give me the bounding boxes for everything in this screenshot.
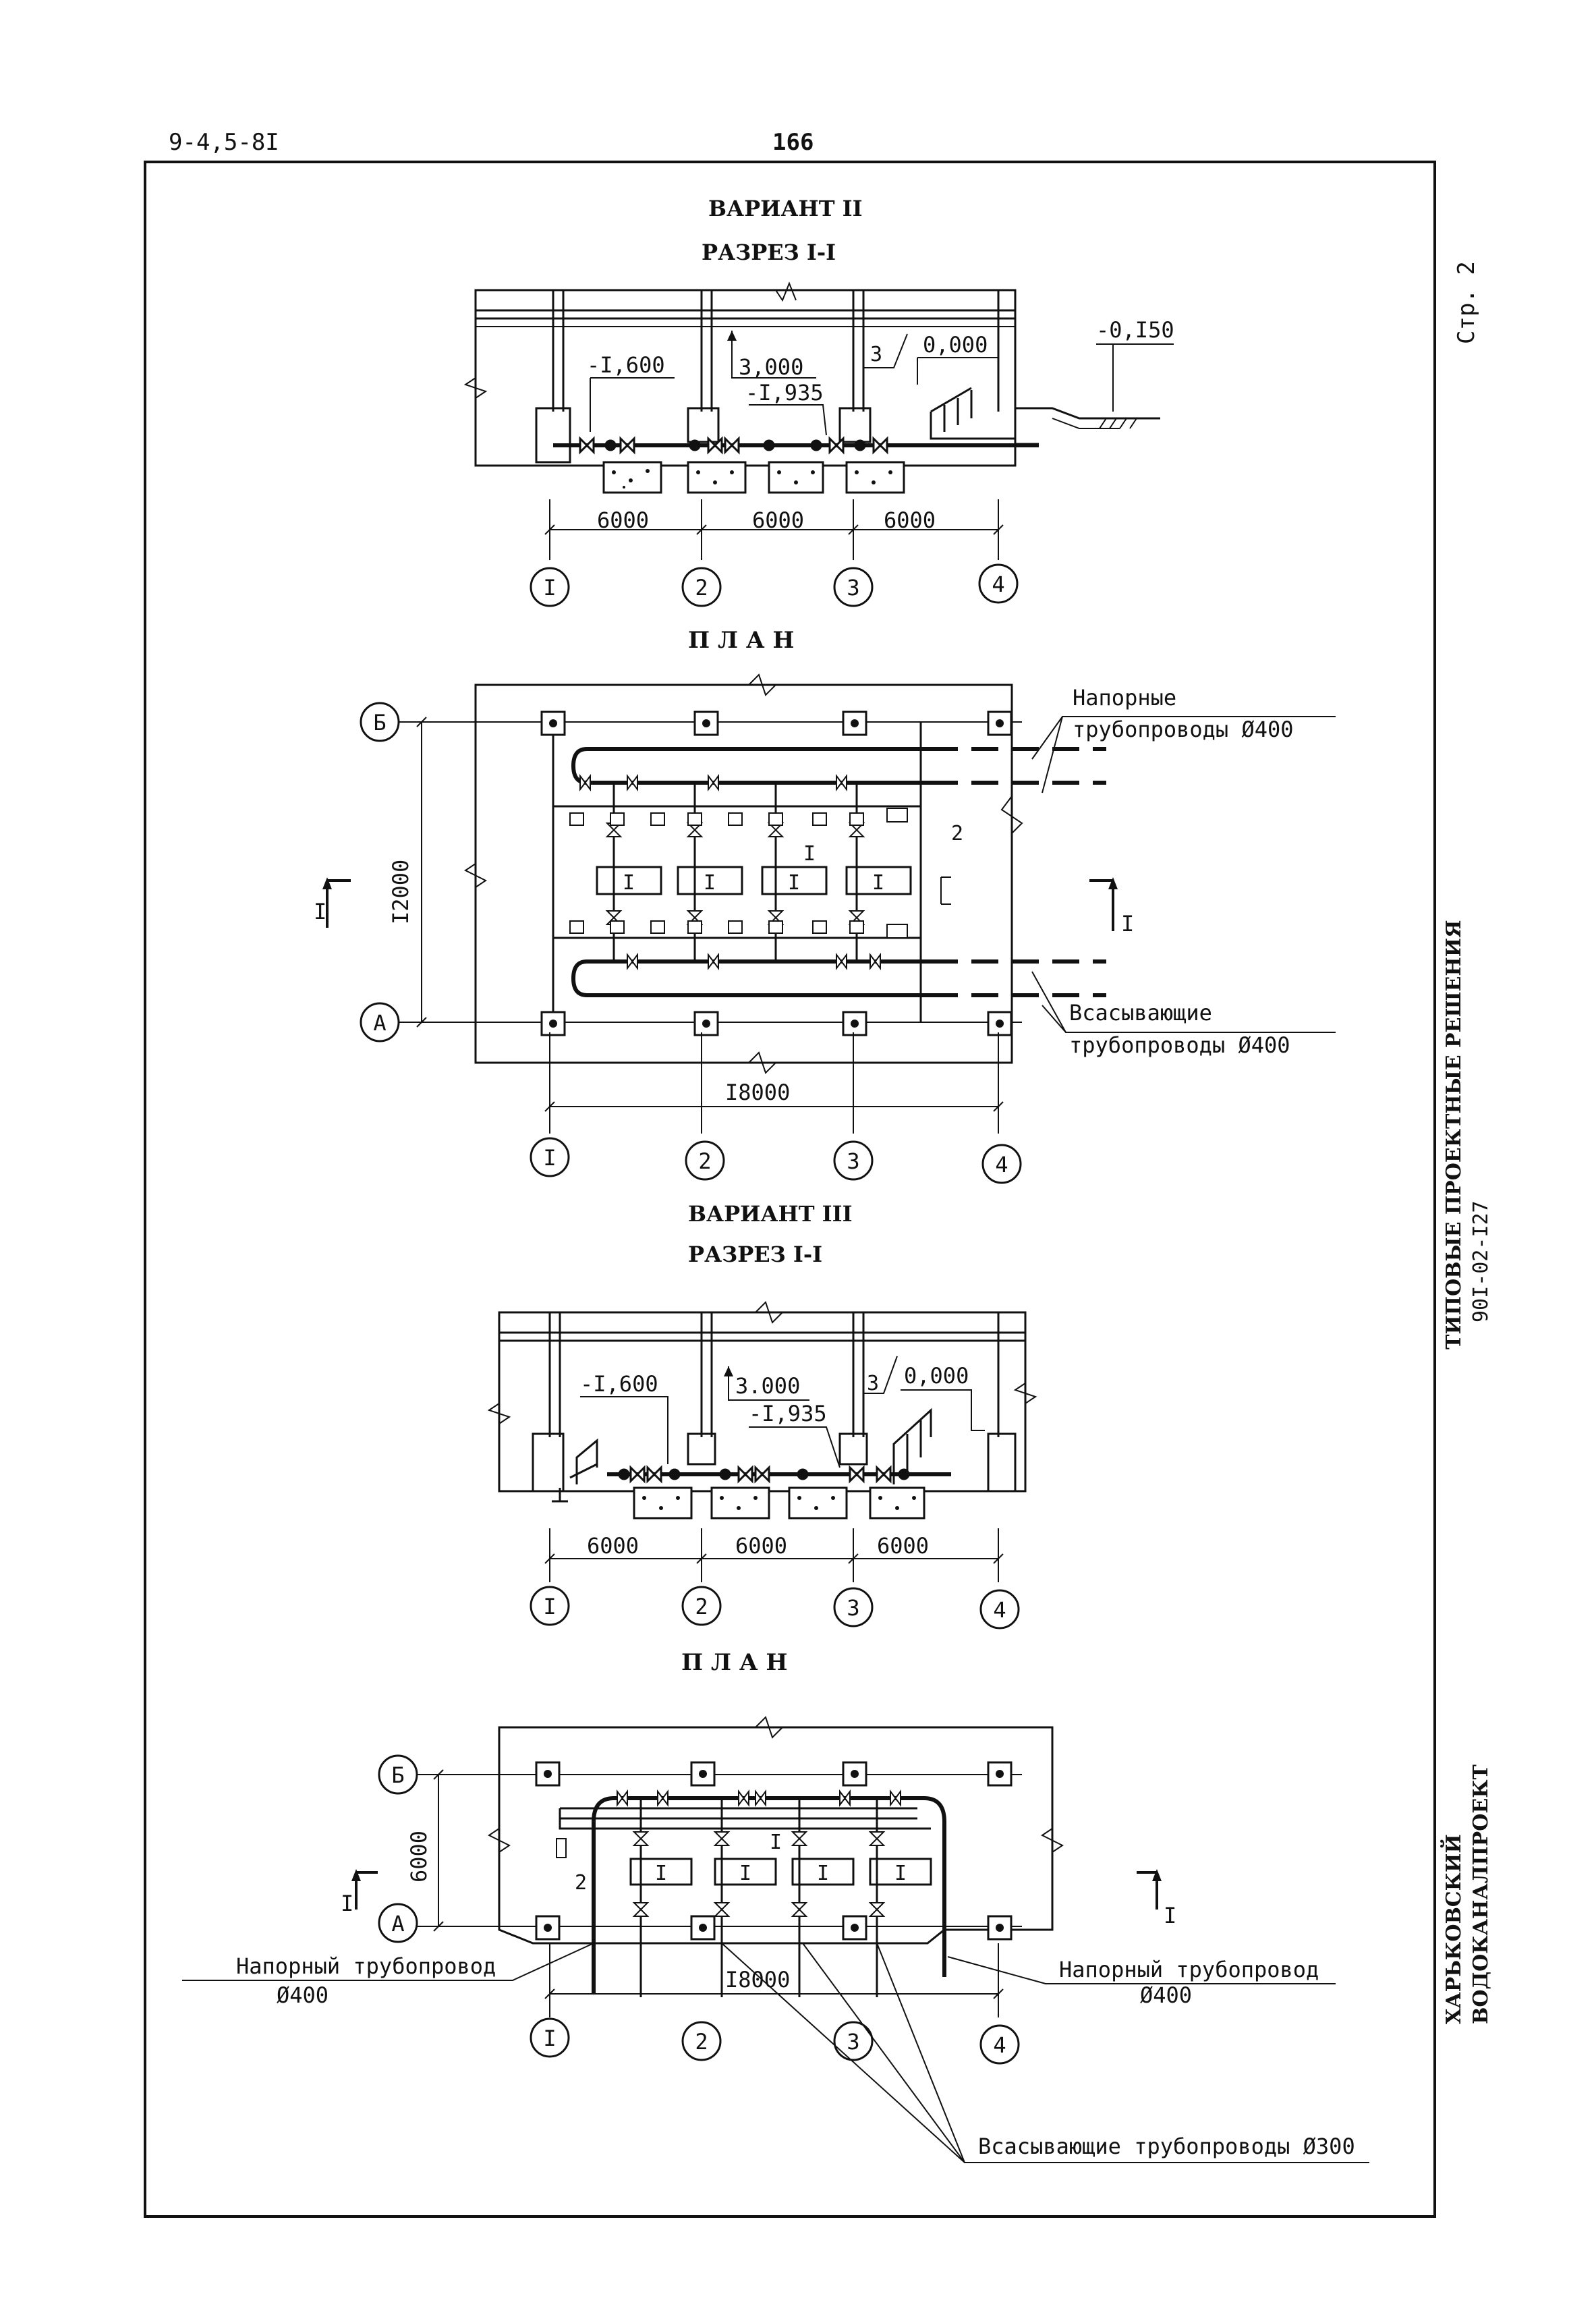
v2-plan-axis-3: 3 bbox=[847, 1148, 859, 1174]
v2-dim-bay-3: 6000 bbox=[884, 507, 936, 533]
v2-pump-label-1: I bbox=[623, 871, 635, 895]
v3-plan-axis-3: 3 bbox=[847, 2029, 859, 2055]
v2-suction-label-2: трубопроводы Ø400 bbox=[1069, 1032, 1290, 1058]
v2-pump-label-3: I bbox=[788, 871, 800, 895]
variant-3-title: ВАРИАНТ III bbox=[688, 1201, 853, 1227]
v3-dim-6000: 6000 bbox=[406, 1831, 432, 1883]
v2-elevation-neg-1935: -I,935 bbox=[745, 380, 824, 406]
v3-callout-2: 2 bbox=[575, 1871, 587, 1895]
v2-axis-4: 4 bbox=[992, 572, 1004, 597]
v2-plan-axis-1: I bbox=[543, 1145, 556, 1171]
v3-pump-label-4: I bbox=[894, 1862, 907, 1885]
v3-cut-left: I bbox=[341, 1891, 353, 1916]
v2-dim-bay-1: 6000 bbox=[597, 507, 649, 533]
v3-dim-bay-1: 6000 bbox=[587, 1533, 639, 1559]
variant-3-section: ВАРИАНТ III РАЗРЕЗ I-I bbox=[487, 1201, 1037, 1629]
v3-elevation-0000: 0,000 bbox=[904, 1363, 969, 1389]
v2-axis-1: I bbox=[543, 575, 556, 601]
v3-row-a: А bbox=[391, 1911, 404, 1936]
v3-dim-bay-3: 6000 bbox=[877, 1533, 929, 1559]
v3-axis-4: 4 bbox=[993, 1597, 1006, 1623]
v3-plan-axis-2: 2 bbox=[695, 2029, 708, 2055]
v3-callout-3: 3 bbox=[867, 1372, 879, 1395]
v3-cut-right: I bbox=[1164, 1903, 1176, 1928]
v3-pressure-left-1: Напорный трубопровод bbox=[236, 1953, 496, 1979]
v2-elevation-neg-1600: -I,600 bbox=[587, 352, 665, 378]
v2-elevation-0000: 0,000 bbox=[923, 332, 988, 358]
v3-dim-18000: I8000 bbox=[725, 1967, 790, 1992]
v3-pump-label-3: I bbox=[817, 1862, 829, 1885]
v2-plan-axis-4: 4 bbox=[995, 1152, 1008, 1177]
v3-suction-label: Всасывающие трубопроводы Ø300 bbox=[978, 2134, 1355, 2159]
drawing-frame bbox=[144, 161, 1436, 2218]
variant-3-plan: П Л А Н I I I I I bbox=[182, 1649, 1369, 2163]
v3-dim-bay-2: 6000 bbox=[735, 1533, 787, 1559]
v3-pump-label-2: I bbox=[739, 1862, 751, 1885]
v2-suction-label-1: Всасывающие bbox=[1069, 1000, 1212, 1026]
v3-axis-1: I bbox=[543, 1594, 556, 1619]
series-number: 90I-02-I27 bbox=[1469, 1200, 1493, 1322]
v2-pressure-label-2: трубопроводы Ø400 bbox=[1073, 717, 1294, 742]
variant-2-section-title: РАЗРЕЗ I-I bbox=[702, 240, 836, 265]
variant-2-title: ВАРИАНТ II bbox=[708, 196, 863, 221]
v3-elevation-neg-1600: -I,600 bbox=[580, 1371, 658, 1397]
v2-cut-right: I bbox=[1121, 911, 1134, 937]
organization-line-2: ВОДОКАНАЛПРОЕКТ bbox=[1469, 1764, 1493, 2024]
v3-pressure-left-2: Ø400 bbox=[277, 1982, 329, 2008]
v3-axis-2: 2 bbox=[695, 1594, 708, 1619]
v2-callout-3: 3 bbox=[870, 343, 882, 366]
v2-axis-2: 2 bbox=[695, 575, 708, 601]
v3-axis-3: 3 bbox=[847, 1595, 859, 1621]
v3-pressure-right-1: Напорный трубопровод bbox=[1059, 1957, 1319, 1982]
v2-dim-bay-2: 6000 bbox=[752, 507, 804, 533]
v2-cut-left: I bbox=[314, 899, 326, 924]
v2-row-a: А bbox=[373, 1010, 386, 1036]
sheet-label: Стр. 2 bbox=[1453, 261, 1480, 344]
v2-pump-label-4: I bbox=[872, 871, 884, 895]
v3-pressure-right-2: Ø400 bbox=[1140, 1982, 1192, 2008]
document-code: 9-4,5-8I bbox=[169, 129, 279, 156]
v2-plan-axis-2: 2 bbox=[698, 1148, 711, 1174]
page-number: 166 bbox=[772, 129, 814, 156]
v2-elevation-3000: 3,000 bbox=[739, 354, 803, 380]
variant-2-section: ВАРИАНТ II РАЗРЕЗ I-I bbox=[463, 196, 1174, 607]
organization-line-1: ХАРЬКОВСКИЙ bbox=[1440, 1834, 1466, 2024]
v3-plan-axis-4: 4 bbox=[993, 2032, 1006, 2058]
v2-dim-18000: I8000 bbox=[725, 1080, 790, 1105]
v2-dim-12000: I2000 bbox=[388, 860, 414, 924]
series-title: ТИПОВЫЕ ПРОЕКТНЫЕ РЕШЕНИЯ bbox=[1442, 920, 1466, 1349]
v3-pump-label-1: I bbox=[655, 1862, 667, 1885]
v2-pump-label-2: I bbox=[704, 871, 716, 895]
v2-section-mark: I bbox=[803, 842, 816, 866]
v2-pressure-label-1: Напорные bbox=[1073, 685, 1176, 710]
v2-axis-3: 3 bbox=[847, 575, 859, 601]
v3-row-b: Б bbox=[391, 1762, 404, 1788]
v2-row-b: Б bbox=[373, 710, 386, 735]
v3-plan-axis-1: I bbox=[543, 2026, 556, 2051]
v3-elevation-3000: 3.000 bbox=[735, 1373, 800, 1399]
v2-callout-2: 2 bbox=[951, 822, 963, 845]
v3-section-mark: I bbox=[770, 1831, 782, 1854]
variant-2-plan: П Л А Н bbox=[314, 627, 1336, 1184]
variant-2-plan-title: П Л А Н bbox=[688, 627, 795, 654]
variant-3-plan-title: П Л А Н bbox=[681, 1649, 788, 1676]
v3-elevation-neg-1935: -I,935 bbox=[749, 1401, 827, 1426]
variant-3-section-title: РАЗРЕЗ I-I bbox=[688, 1242, 822, 1267]
v2-elevation-neg-0150: -0,I50 bbox=[1096, 317, 1174, 343]
